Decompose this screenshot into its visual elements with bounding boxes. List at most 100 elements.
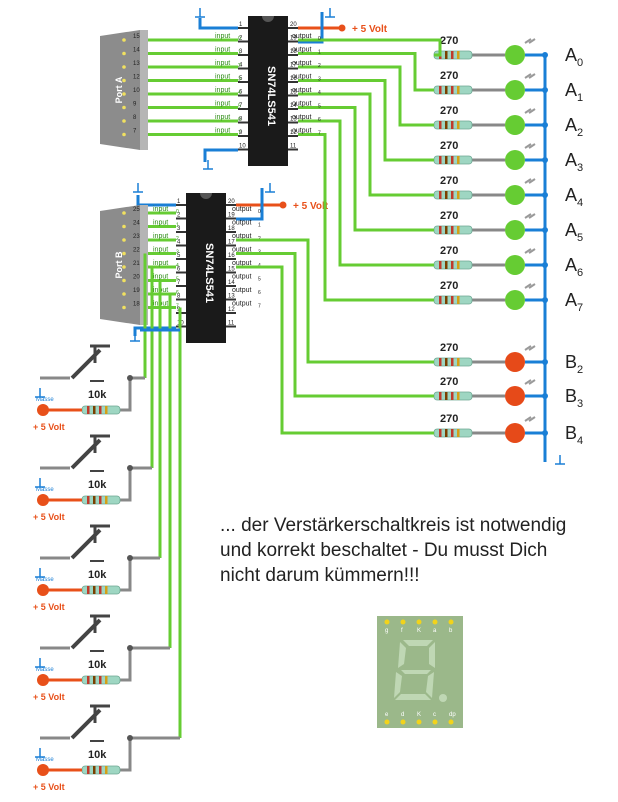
output-label-sub: 5 xyxy=(318,104,321,110)
port-a-connector xyxy=(140,30,148,150)
light-arrows-icon xyxy=(524,213,536,219)
display-pin xyxy=(448,619,454,625)
ic-pin-number: 18 xyxy=(228,226,235,232)
display-segment xyxy=(395,694,431,700)
output-label-text: output xyxy=(292,101,312,108)
ic-pin-number: 11 xyxy=(290,144,297,150)
red-led-icon xyxy=(505,423,525,443)
port-b-body xyxy=(100,205,140,325)
green-led-icon xyxy=(505,185,525,205)
ic-pin-number: 13 xyxy=(228,294,235,300)
ic-chip-body xyxy=(248,16,288,166)
ic-pin-number: 9 xyxy=(239,130,243,136)
output-wire-b xyxy=(236,252,434,398)
note-line-1: ... der Verstärkerschaltkreis ist notwen… xyxy=(220,515,567,536)
output-label-sub: 2 xyxy=(577,127,583,139)
output-resistor-value: 270 xyxy=(440,140,458,152)
output-wire-a xyxy=(298,52,434,92)
input-label-sub: 5 xyxy=(176,277,179,283)
output-resistor-value: 270 xyxy=(440,105,458,117)
port-pin xyxy=(122,265,126,269)
ground-label: Masse xyxy=(36,757,54,763)
port-pin xyxy=(122,251,126,256)
display-pin xyxy=(400,719,406,725)
switch-gray-wire xyxy=(118,556,160,592)
vcc-terminal xyxy=(279,201,287,209)
output-resistor-band xyxy=(445,156,448,164)
chip-a-pin1-ground xyxy=(198,18,238,30)
port-pin-number: 20 xyxy=(133,275,140,281)
port-pin-number: 18 xyxy=(133,302,140,308)
output-resistor-band xyxy=(451,296,454,304)
display-pin xyxy=(416,719,422,725)
output-label-text: output xyxy=(292,128,312,135)
input-label-sub: 4 xyxy=(238,90,241,96)
switch-resistor-band xyxy=(93,676,96,684)
output-label-text: output xyxy=(232,233,252,240)
switch-vcc-label: + 5 Volt xyxy=(33,422,65,432)
input-label-sub: 2 xyxy=(176,236,179,242)
output-label-text: output xyxy=(232,220,252,227)
input-label: input xyxy=(215,87,230,94)
ic-pin-number: 13 xyxy=(290,117,297,123)
output-label-sub: 1 xyxy=(318,50,321,56)
switch-resistor-band xyxy=(87,586,90,594)
output-label-text: output xyxy=(232,260,252,267)
output-label: A0 xyxy=(565,45,583,69)
input-label: input xyxy=(215,60,230,67)
output-resistor-band xyxy=(439,261,442,269)
red-led-icon xyxy=(505,352,525,372)
input-label: input xyxy=(153,233,168,240)
bus-junction xyxy=(542,192,548,198)
display-pin-label: a xyxy=(433,628,437,634)
vcc-terminal xyxy=(338,24,346,32)
chip-b-pin1-ground xyxy=(136,195,176,207)
output-resistor-band xyxy=(451,86,454,94)
light-arrows-icon xyxy=(524,143,536,149)
output-resistor-band xyxy=(457,226,460,234)
light-arrows-icon xyxy=(524,178,536,184)
port-pin xyxy=(122,119,126,123)
switch-resistor-band xyxy=(105,406,108,414)
note-line-2: und korrekt beschaltet - Du musst Dich xyxy=(220,540,548,561)
input-label: input xyxy=(153,220,168,227)
ic-pin-number: 16 xyxy=(228,253,235,259)
display-segment xyxy=(398,642,406,668)
output-resistor-band xyxy=(439,121,442,129)
port-pin-number: 15 xyxy=(133,34,140,40)
switch-resistor-band xyxy=(99,586,102,594)
bus-junction xyxy=(542,52,548,58)
port-pin-number: 7 xyxy=(133,129,137,135)
ic-pin-number: 8 xyxy=(239,117,243,123)
display-pin-label: K xyxy=(417,628,421,634)
switch-resistor-value: 10k xyxy=(88,479,107,491)
output-label-sub: 7 xyxy=(577,302,583,314)
output-resistor-band xyxy=(451,429,454,437)
input-label-sub: 6 xyxy=(238,117,241,123)
ic-pin-number: 17 xyxy=(290,63,297,69)
bus-junction xyxy=(542,157,548,163)
output-wire-a xyxy=(298,133,434,302)
switch-junction xyxy=(127,375,133,381)
output-resistor-band xyxy=(451,261,454,269)
port-pin xyxy=(122,51,126,56)
output-label-text: output xyxy=(292,114,312,121)
switch-junction xyxy=(127,555,133,561)
ic-pin-number: 14 xyxy=(290,103,297,109)
output-label-sub: 6 xyxy=(318,117,321,123)
output-resistor-value: 270 xyxy=(440,70,458,82)
display-pin-label: c xyxy=(433,712,436,718)
output-resistor-band xyxy=(457,86,460,94)
input-label: input xyxy=(215,74,230,81)
switch-junction xyxy=(127,465,133,471)
output-label-sub: 3 xyxy=(318,77,321,83)
output-wire-a xyxy=(298,119,434,267)
ic-pin-number: 17 xyxy=(228,240,235,246)
output-label-sub: 4 xyxy=(577,435,583,447)
vcc-terminal-icon xyxy=(37,584,49,596)
switch-resistor-band xyxy=(93,406,96,414)
port-pin xyxy=(122,38,126,42)
light-arrows-icon xyxy=(524,108,536,114)
